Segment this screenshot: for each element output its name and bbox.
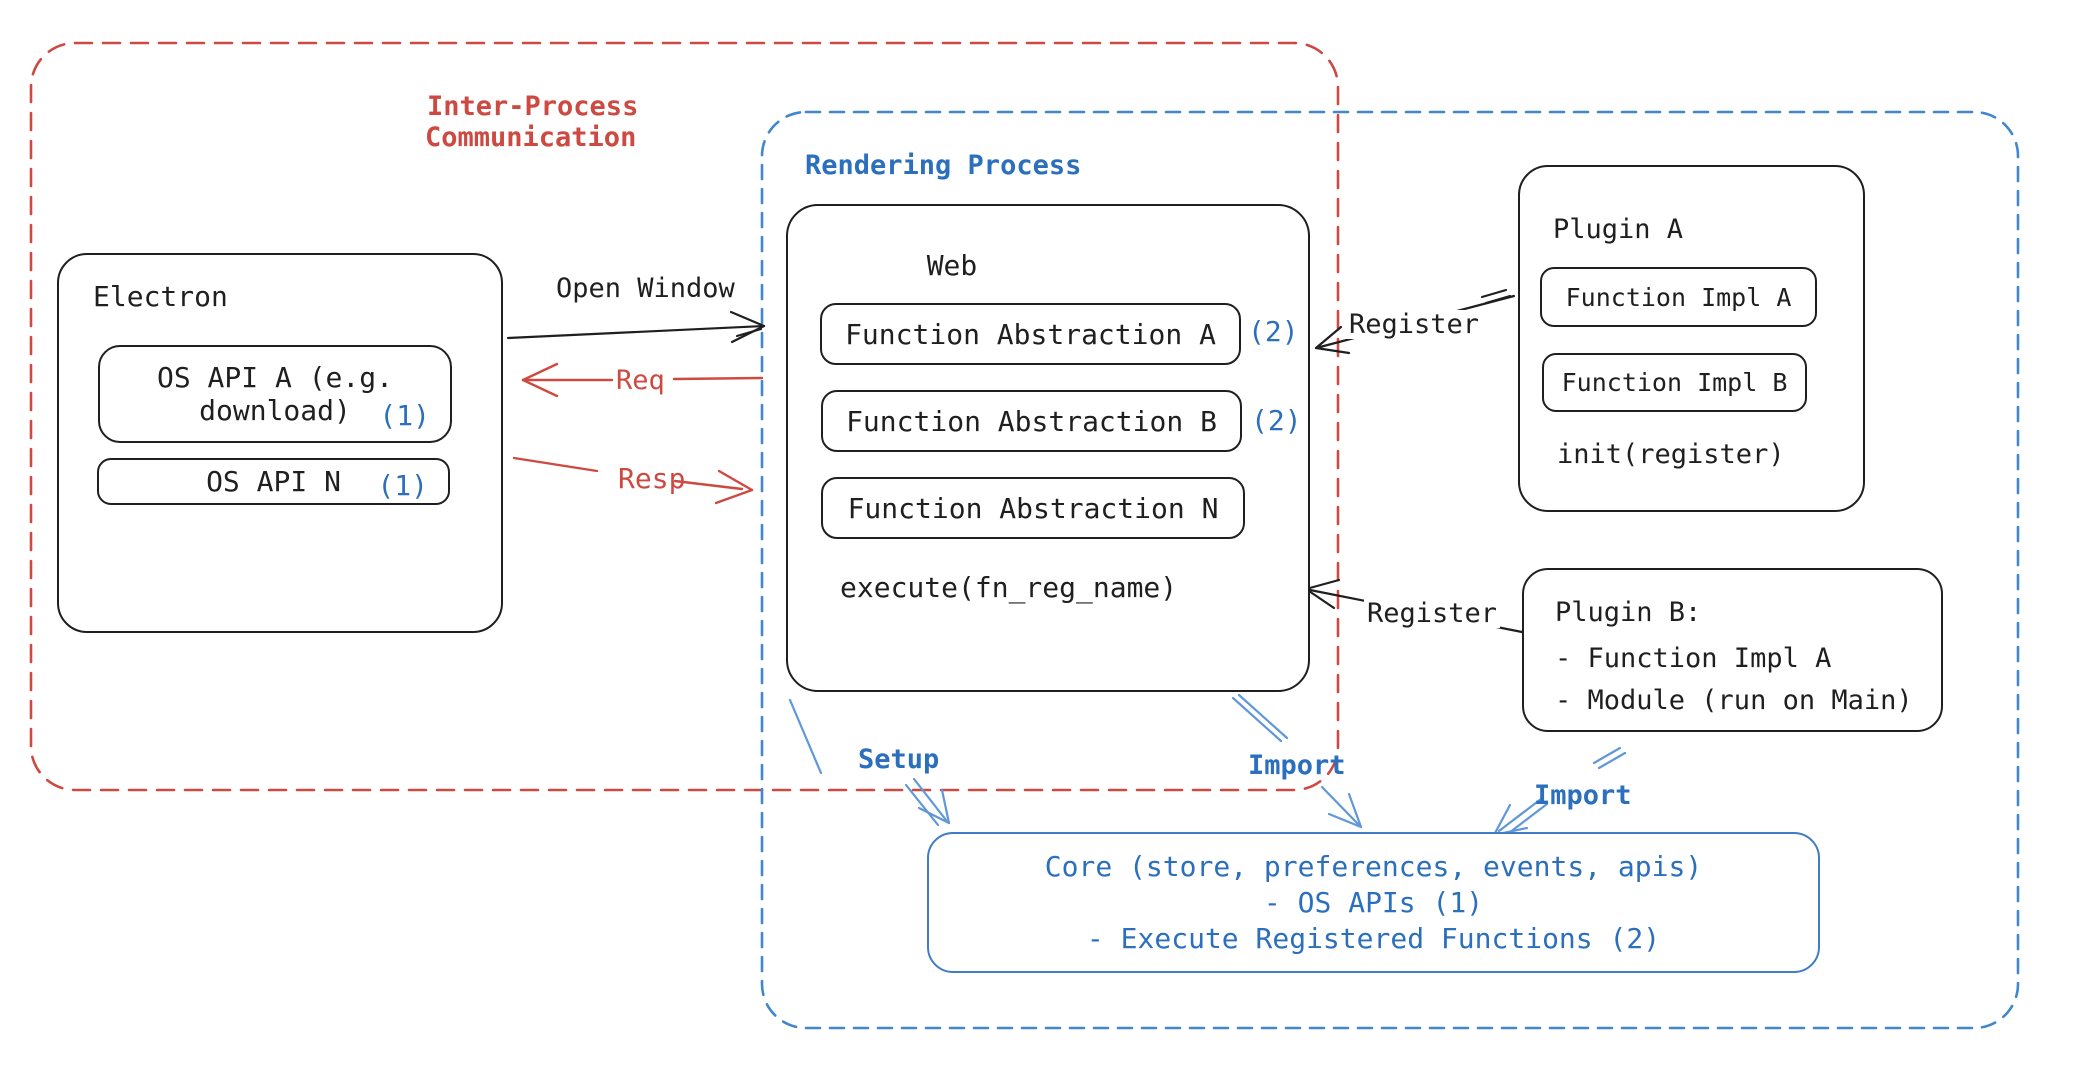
setup-label: Setup xyxy=(858,744,940,775)
core-box: Core (store, preferences, events, apis) … xyxy=(927,832,1820,973)
rendering-dashed-boundary xyxy=(760,110,2020,1030)
function-abstraction-n-label: Function Abstraction N xyxy=(847,491,1219,525)
electron-title: Electron xyxy=(93,280,228,313)
setup-arrow-icon xyxy=(788,698,951,827)
function-abstraction-b-ref-badge: (2) xyxy=(1251,404,1302,437)
core-item-execute-registered: - Execute Registered Functions (2) xyxy=(1086,921,1661,955)
open-window-arrow-icon xyxy=(506,310,766,344)
resp-arrow-icon xyxy=(512,456,754,505)
register-top-label: Register xyxy=(1346,310,1483,339)
plugin-a-box xyxy=(1518,165,1865,512)
plugin-b-item-module: - Module (run on Main) xyxy=(1555,685,1913,716)
open-window-label: Open Window xyxy=(556,273,735,304)
function-impl-b-label: Function Impl B xyxy=(1561,368,1788,397)
req-label: Req xyxy=(616,365,665,396)
rendering-region-label: Rendering Process xyxy=(805,150,1082,181)
web-title: Web xyxy=(926,249,978,282)
os-api-n-ref-badge: (1) xyxy=(377,469,428,502)
ipc-region-label-line2: Communication xyxy=(425,122,637,153)
electron-box xyxy=(57,253,503,633)
import-mid-arrow-icon xyxy=(1231,693,1363,829)
plugin-b-item-impl-a: - Function Impl A xyxy=(1555,643,1832,674)
req-arrow-icon xyxy=(521,362,764,398)
plugin-b-box xyxy=(1522,568,1943,732)
import-right-label: Import xyxy=(1534,780,1632,811)
function-abstraction-a-label: Function Abstraction A xyxy=(845,317,1216,351)
function-abstraction-a-ref-badge: (2) xyxy=(1248,315,1299,348)
core-title: Core (store, preferences, events, apis) xyxy=(1044,849,1703,883)
os-api-n-label: OS API N xyxy=(206,465,341,498)
function-impl-a-box: Function Impl A xyxy=(1540,267,1817,327)
function-abstraction-n-box: Function Abstraction N xyxy=(821,477,1245,539)
os-api-n-box: OS API N (1) xyxy=(97,458,450,505)
import-mid-label: Import xyxy=(1248,750,1346,781)
plugin-a-title: Plugin A xyxy=(1553,214,1684,245)
plugin-b-title: Plugin B: xyxy=(1555,597,1702,628)
function-abstraction-b-label: Function Abstraction B xyxy=(846,404,1217,438)
resp-label: Resp xyxy=(618,462,686,495)
os-api-a-box: OS API A (e.g. download) (1) xyxy=(98,345,452,443)
os-api-a-ref-badge: (1) xyxy=(379,399,430,432)
core-item-os-apis: - OS APIs (1) xyxy=(1263,885,1484,919)
init-register-label: init(register) xyxy=(1557,439,1785,470)
function-abstraction-b-box: Function Abstraction B xyxy=(821,390,1242,452)
function-impl-a-label: Function Impl A xyxy=(1565,282,1792,312)
register-bottom-label: Register xyxy=(1364,599,1501,628)
function-abstraction-a-box: Function Abstraction A xyxy=(820,303,1241,365)
execute-label: execute(fn_reg_name) xyxy=(840,571,1178,604)
os-api-a-label-line2: download) xyxy=(199,394,351,427)
ipc-region-label-line1: Inter-Process xyxy=(427,91,639,122)
os-api-a-label-line1: OS API A (e.g. xyxy=(156,361,393,394)
function-impl-b-box: Function Impl B xyxy=(1542,353,1807,412)
